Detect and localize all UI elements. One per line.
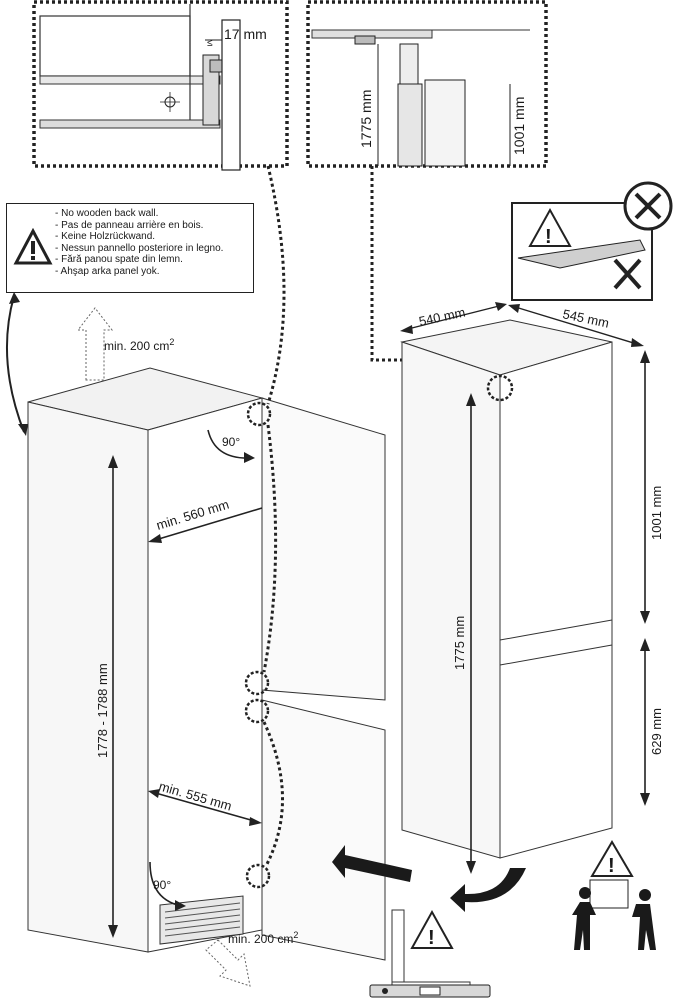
insert-arrow bbox=[332, 845, 412, 882]
detail-top-left: ≤ 17 mm bbox=[32, 0, 289, 171]
incorrect-mounting-detail: ! bbox=[511, 181, 673, 301]
upper-height-label: 1001 mm bbox=[649, 486, 664, 540]
gap-label: 17 mm bbox=[224, 26, 267, 42]
vent-top-label: min. 200 cm2 bbox=[104, 337, 174, 353]
warning-text-list: - No wooden back wall. - Pas de panneau … bbox=[55, 208, 223, 278]
lower-height-label: 629 mm bbox=[649, 708, 664, 755]
warning-triangle-icon bbox=[410, 909, 454, 949]
angle-top-label: 90° bbox=[222, 435, 240, 449]
svg-text:!: ! bbox=[428, 927, 435, 949]
warning-line: - Keine Holzrückwand. bbox=[55, 231, 156, 243]
two-person-lift-icon bbox=[572, 887, 656, 950]
svg-text:!: ! bbox=[545, 226, 552, 248]
warning-line: - Fără panou spate din lemn. bbox=[55, 254, 183, 266]
rotate-arrow bbox=[450, 868, 526, 912]
airflow-in-arrow bbox=[205, 939, 251, 987]
detail-hinge-height-label: 1001 mm bbox=[511, 97, 527, 155]
total-height-label: 1775 mm bbox=[452, 616, 467, 670]
vent-bottom-label: min. 200 cm2 bbox=[228, 930, 298, 946]
warning-line: - Pas de panneau arrière en bois. bbox=[55, 219, 204, 231]
airflow-up-arrow bbox=[76, 307, 114, 381]
warning-line: - Ahşap arka panel yok. bbox=[55, 265, 160, 277]
width-label: 545 mm bbox=[561, 306, 610, 330]
warning-triangle-icon bbox=[590, 840, 634, 877]
warning-triangle-icon bbox=[13, 228, 53, 265]
gap-symbol: ≤ bbox=[207, 38, 213, 49]
cabinet-height-label: 1778 - 1788 mm bbox=[95, 663, 110, 758]
bottom-icons: ! ! bbox=[369, 840, 656, 998]
detail-top-right: 1775 mm 1001 mm bbox=[306, 0, 548, 168]
depth-label: 540 mm bbox=[418, 304, 467, 328]
svg-text:!: ! bbox=[608, 855, 615, 877]
warning-box: - No wooden back wall. - Pas de panneau … bbox=[6, 203, 254, 293]
angle-bottom-label: 90° bbox=[153, 878, 171, 892]
square-tool-icon bbox=[391, 909, 405, 983]
cabinet-drawing: 1778 - 1788 mm min. 560 mm min. 555 mm 9… bbox=[5, 165, 492, 987]
detail-height-label: 1775 mm bbox=[358, 90, 374, 148]
warning-triangle-icon bbox=[528, 207, 572, 247]
warning-line: - Nessun pannello posteriore in legno. bbox=[55, 242, 224, 254]
appliance-drawing: 540 mm 545 mm 1775 mm 1001 mm 629 mm bbox=[332, 302, 664, 912]
box-icon bbox=[589, 879, 629, 909]
warning-line: - No wooden back wall. bbox=[55, 208, 159, 219]
